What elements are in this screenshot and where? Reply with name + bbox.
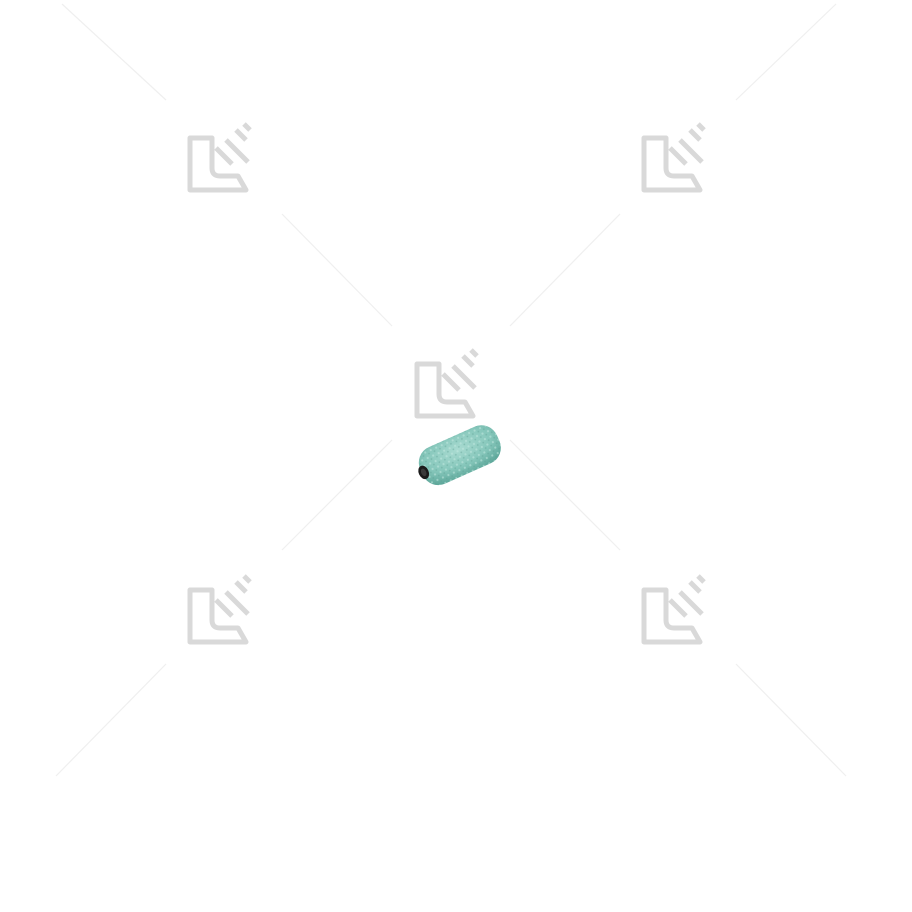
watermark-logo-icon bbox=[187, 122, 252, 193]
watermark-logo-icon bbox=[641, 122, 706, 193]
watermark-logo-icon bbox=[187, 574, 252, 645]
watermark-logo-icon bbox=[641, 574, 706, 645]
roller-nap-texture bbox=[418, 425, 501, 486]
watermark-logo-icon bbox=[414, 348, 479, 419]
